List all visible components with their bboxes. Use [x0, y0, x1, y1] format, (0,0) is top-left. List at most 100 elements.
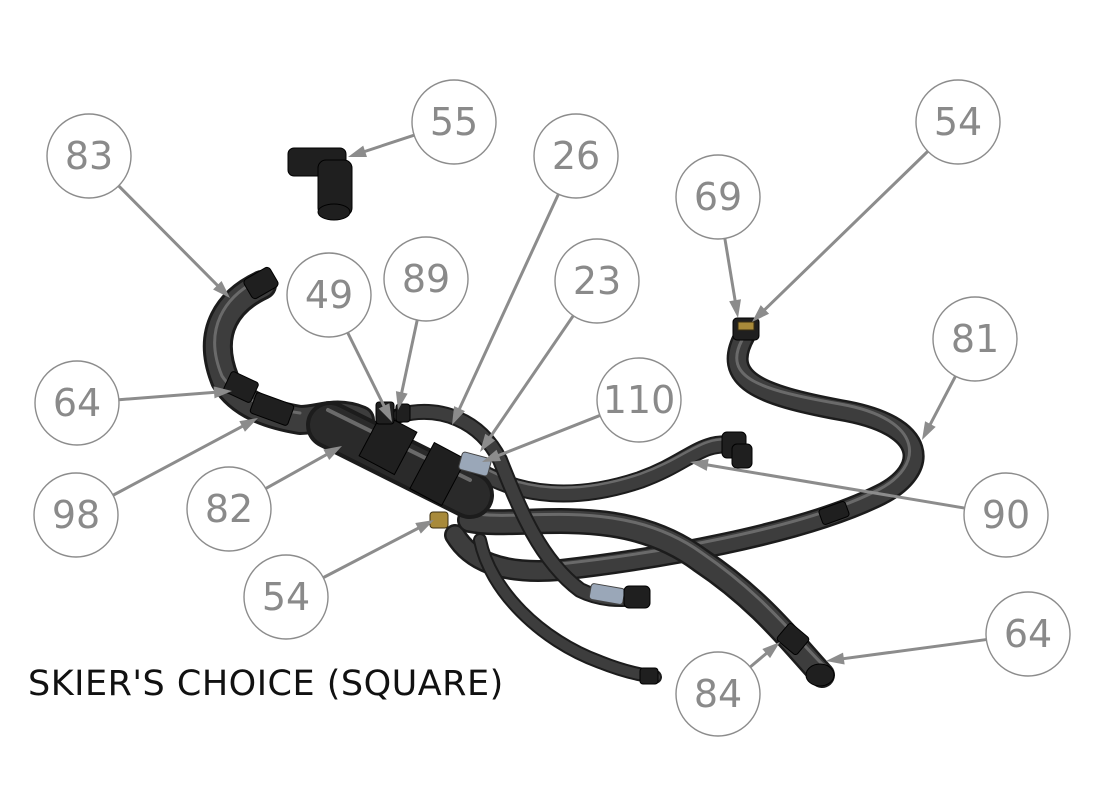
callout-number: 83 [65, 134, 113, 178]
callout-number: 82 [205, 487, 253, 531]
callout-number: 64 [1004, 612, 1052, 656]
callout-number: 110 [603, 378, 676, 422]
callout-bubble-c-83: 83 [46, 113, 132, 199]
arrowhead-c-23 [480, 433, 496, 452]
arrowhead-c-49 [378, 403, 392, 422]
callout-number: 84 [694, 672, 742, 716]
leader-line-c-110 [490, 414, 601, 460]
callout-bubble-c-110: 110 [596, 357, 682, 443]
callout-circle [554, 238, 640, 324]
callout-circle [932, 296, 1018, 382]
arrowhead-c-90 [690, 459, 709, 471]
leader-line-c-89 [398, 319, 419, 401]
callout-bubble-c-64-left: 64 [34, 360, 120, 446]
callout-bubble-c-54-top: 54 [915, 79, 1001, 165]
callout-bubble-c-64-right: 64 [985, 591, 1071, 677]
fitting-54-bottom [429, 511, 449, 529]
callout-bubble-c-81: 81 [932, 296, 1018, 382]
clamp-64-left [223, 371, 259, 403]
callout-circle [533, 113, 619, 199]
arrowhead-c-98 [239, 418, 258, 432]
fitting-54-top [737, 321, 755, 331]
coupler-98 [249, 392, 295, 426]
callout-number: 55 [430, 100, 478, 144]
callout-bubble-c-55: 55 [411, 79, 497, 165]
callout-circle [596, 357, 682, 443]
callout-number: 89 [402, 257, 450, 301]
fitting-bottom-blue [588, 583, 651, 609]
clamp-84 [776, 622, 810, 656]
leader-line-c-98 [112, 421, 250, 497]
callout-circle [675, 651, 761, 737]
callout-bubble-c-54-bottom: 54 [243, 554, 329, 640]
arrowhead-c-54-top [752, 305, 770, 322]
leader-line-c-64-left [118, 390, 223, 402]
elbow-fitting-90 [721, 431, 753, 469]
callout-bubble-c-89: 89 [383, 236, 469, 322]
callout-circle [915, 79, 1001, 165]
callout-bubble-c-23: 23 [554, 238, 640, 324]
arrowhead-c-81 [922, 421, 936, 440]
callouts: 83 55 26 54 69 49 89 23 81 110 64 98 82 90 54 64 84 [33, 79, 1071, 737]
hose-joiner-81 [818, 501, 850, 525]
leader-line-c-82 [264, 449, 334, 490]
callout-number: 26 [552, 134, 600, 178]
arrowhead-c-89 [395, 391, 408, 410]
arrowhead-c-110 [482, 449, 501, 462]
leader-line-c-64-right [835, 638, 987, 662]
callout-circle [186, 466, 272, 552]
callout-bubble-c-69: 69 [675, 154, 761, 240]
leader-line-c-54-bottom [322, 523, 426, 579]
callout-number: 90 [982, 493, 1030, 537]
arrowhead-c-26 [452, 406, 465, 425]
fittings [223, 147, 850, 687]
callout-circle [33, 472, 119, 558]
arrowhead-c-64-right [826, 652, 845, 665]
callout-circle [383, 236, 469, 322]
arrowhead-c-82 [323, 446, 342, 461]
arrowhead-c-55 [348, 145, 367, 158]
callout-number: 23 [573, 259, 621, 303]
arrowhead-c-69 [729, 299, 741, 318]
leader-line-c-49 [346, 331, 389, 414]
leader-line-c-54-top [758, 150, 929, 317]
arrowhead-c-54-bottom [415, 520, 434, 534]
callout-number: 69 [694, 175, 742, 219]
manifold [306, 401, 494, 519]
callout-circle [34, 360, 120, 446]
callout-bubble-c-84: 84 [675, 651, 761, 737]
callout-circle [286, 252, 372, 338]
callout-number: 98 [52, 493, 100, 537]
callout-circle [411, 79, 497, 165]
callout-bubble-c-82: 82 [186, 466, 272, 552]
diagram-title: SKIER'S CHOICE (SQUARE) [28, 664, 504, 704]
leader-line-c-81 [925, 375, 957, 432]
leader-line-c-69 [723, 238, 738, 309]
callout-number: 64 [53, 381, 101, 425]
callout-number: 54 [934, 100, 982, 144]
end-fitting-83 [243, 266, 279, 300]
leader-line-c-26 [454, 193, 560, 417]
leader-line-c-23 [484, 314, 575, 445]
end-fitting-bottom-center [639, 667, 659, 685]
callout-circle [963, 472, 1049, 558]
leader-line-c-90 [699, 462, 965, 510]
callout-circle [985, 591, 1071, 677]
callout-bubble-c-49: 49 [286, 252, 372, 338]
callout-number: 54 [262, 575, 310, 619]
callout-circle [675, 154, 761, 240]
leader-line-c-83 [117, 184, 225, 292]
fitting-89 [395, 403, 411, 423]
leader-lines [112, 133, 987, 669]
arrowhead-c-83 [213, 280, 230, 298]
hose-bottom-center [473, 533, 662, 684]
end-fitting-64-right [805, 663, 835, 687]
callout-bubble-c-98: 98 [33, 472, 119, 558]
arrowhead-c-84 [762, 642, 780, 659]
arrowhead-c-64-left [213, 386, 232, 399]
callout-circle [243, 554, 329, 640]
callout-circle [46, 113, 132, 199]
callout-bubble-c-90: 90 [963, 472, 1049, 558]
callout-number: 81 [951, 317, 999, 361]
